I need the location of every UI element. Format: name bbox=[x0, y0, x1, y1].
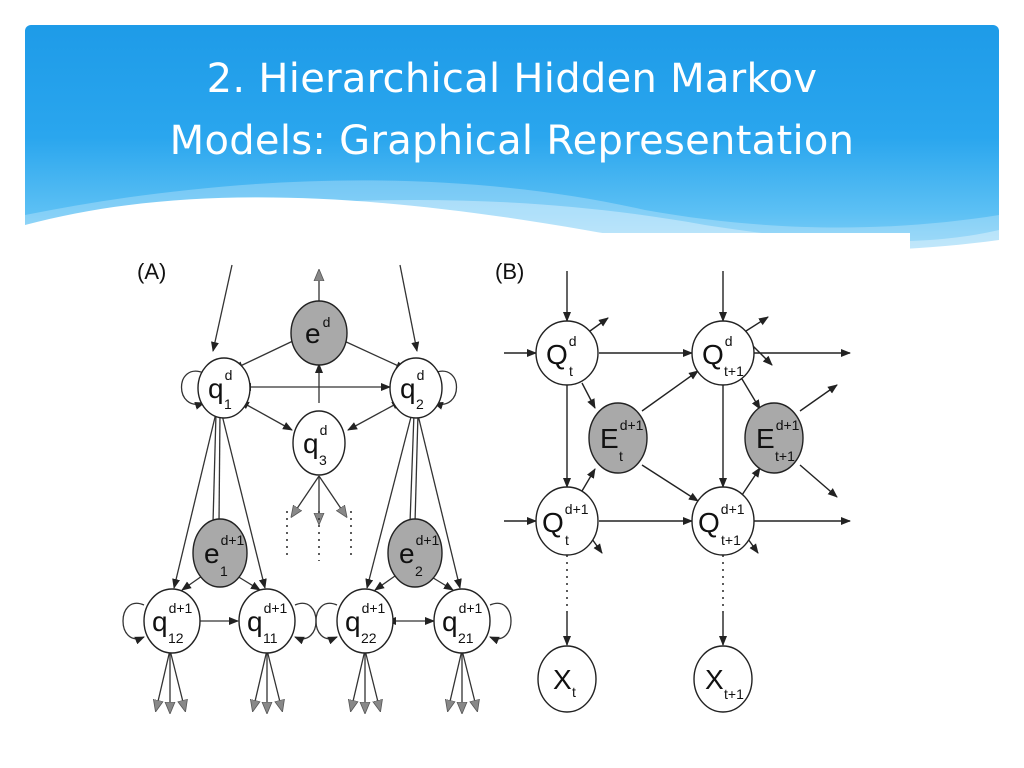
svg-text:t: t bbox=[569, 363, 573, 379]
svg-text:1: 1 bbox=[224, 396, 232, 412]
node-Qd1-t1 bbox=[691, 486, 755, 556]
svg-text:21: 21 bbox=[458, 630, 474, 646]
svg-text:2: 2 bbox=[415, 563, 423, 579]
hhmm-diagram: (A) (B) bbox=[122, 259, 851, 743]
svg-text:Qd+1: Qd+1 bbox=[698, 501, 745, 538]
panel-b-edges bbox=[504, 271, 851, 646]
node-Qd1-t bbox=[535, 486, 599, 556]
node-q11 bbox=[238, 588, 296, 654]
panel-a-label: (A) bbox=[137, 259, 166, 284]
node-q21 bbox=[433, 588, 491, 654]
svg-text:Qd: Qd bbox=[546, 333, 577, 370]
svg-text:Qd: Qd bbox=[702, 333, 733, 370]
svg-text:12: 12 bbox=[168, 630, 184, 646]
svg-text:qd+1: qd+1 bbox=[345, 600, 386, 637]
panel-a-edges bbox=[122, 264, 512, 712]
svg-text:t: t bbox=[619, 448, 623, 464]
node-q1-d bbox=[197, 357, 251, 419]
svg-text:qd: qd bbox=[400, 367, 424, 404]
slide-title: 2. Hierarchical Hidden Markov Models: Gr… bbox=[25, 48, 999, 172]
svg-text:t+1: t+1 bbox=[724, 363, 744, 379]
panel-b-nodes bbox=[535, 320, 804, 713]
svg-text:ed: ed bbox=[305, 314, 330, 349]
node-e2-d1 bbox=[387, 518, 443, 588]
svg-text:t: t bbox=[565, 532, 569, 548]
svg-text:Ed+1: Ed+1 bbox=[600, 417, 644, 454]
node-X-t bbox=[537, 645, 597, 713]
node-X-t1 bbox=[693, 645, 753, 713]
svg-text:3: 3 bbox=[319, 452, 327, 468]
svg-text:X: X bbox=[705, 664, 724, 695]
svg-text:Ed+1: Ed+1 bbox=[756, 417, 800, 454]
node-E-t bbox=[588, 402, 648, 474]
node-q3-d bbox=[292, 410, 346, 476]
node-e-d bbox=[290, 300, 348, 366]
svg-text:2: 2 bbox=[416, 396, 424, 412]
svg-text:qd+1: qd+1 bbox=[152, 600, 193, 637]
title-line-1: 2. Hierarchical Hidden Markov bbox=[206, 56, 818, 102]
svg-text:22: 22 bbox=[361, 630, 377, 646]
svg-text:qd+1: qd+1 bbox=[442, 600, 483, 637]
hhmm-figure: (A) (B) bbox=[112, 233, 910, 743]
svg-text:qd+1: qd+1 bbox=[247, 600, 288, 637]
svg-text:X: X bbox=[553, 664, 572, 695]
svg-text:ed+1: ed+1 bbox=[204, 532, 245, 569]
panel-a-dots bbox=[286, 511, 352, 561]
svg-text:Qd+1: Qd+1 bbox=[542, 501, 589, 538]
node-q12 bbox=[143, 588, 201, 654]
svg-text:t+1: t+1 bbox=[724, 686, 744, 702]
svg-text:t: t bbox=[572, 684, 576, 700]
node-E-t1 bbox=[744, 402, 804, 474]
node-q22 bbox=[336, 588, 394, 654]
svg-text:1: 1 bbox=[220, 563, 228, 579]
svg-text:qd: qd bbox=[303, 422, 327, 459]
node-Qd-t bbox=[535, 320, 599, 386]
svg-text:t+1: t+1 bbox=[721, 532, 741, 548]
node-q2-d bbox=[389, 357, 443, 419]
svg-text:11: 11 bbox=[263, 630, 278, 646]
panel-b-label: (B) bbox=[495, 259, 524, 284]
svg-text:t+1: t+1 bbox=[775, 448, 795, 464]
node-e1-d1 bbox=[192, 518, 248, 588]
panel-b-labels: Qd t Qd t+1 Ed+1 t Ed+1 t+1 Qd+1 t Qd+1 … bbox=[542, 333, 800, 702]
node-Qd-t1 bbox=[691, 320, 755, 386]
svg-text:qd: qd bbox=[208, 367, 232, 404]
svg-text:ed+1: ed+1 bbox=[399, 532, 440, 569]
panel-a-nodes bbox=[143, 300, 491, 654]
panel-b-dots bbox=[566, 555, 724, 613]
title-line-2: Models: Graphical Representation bbox=[169, 118, 855, 164]
